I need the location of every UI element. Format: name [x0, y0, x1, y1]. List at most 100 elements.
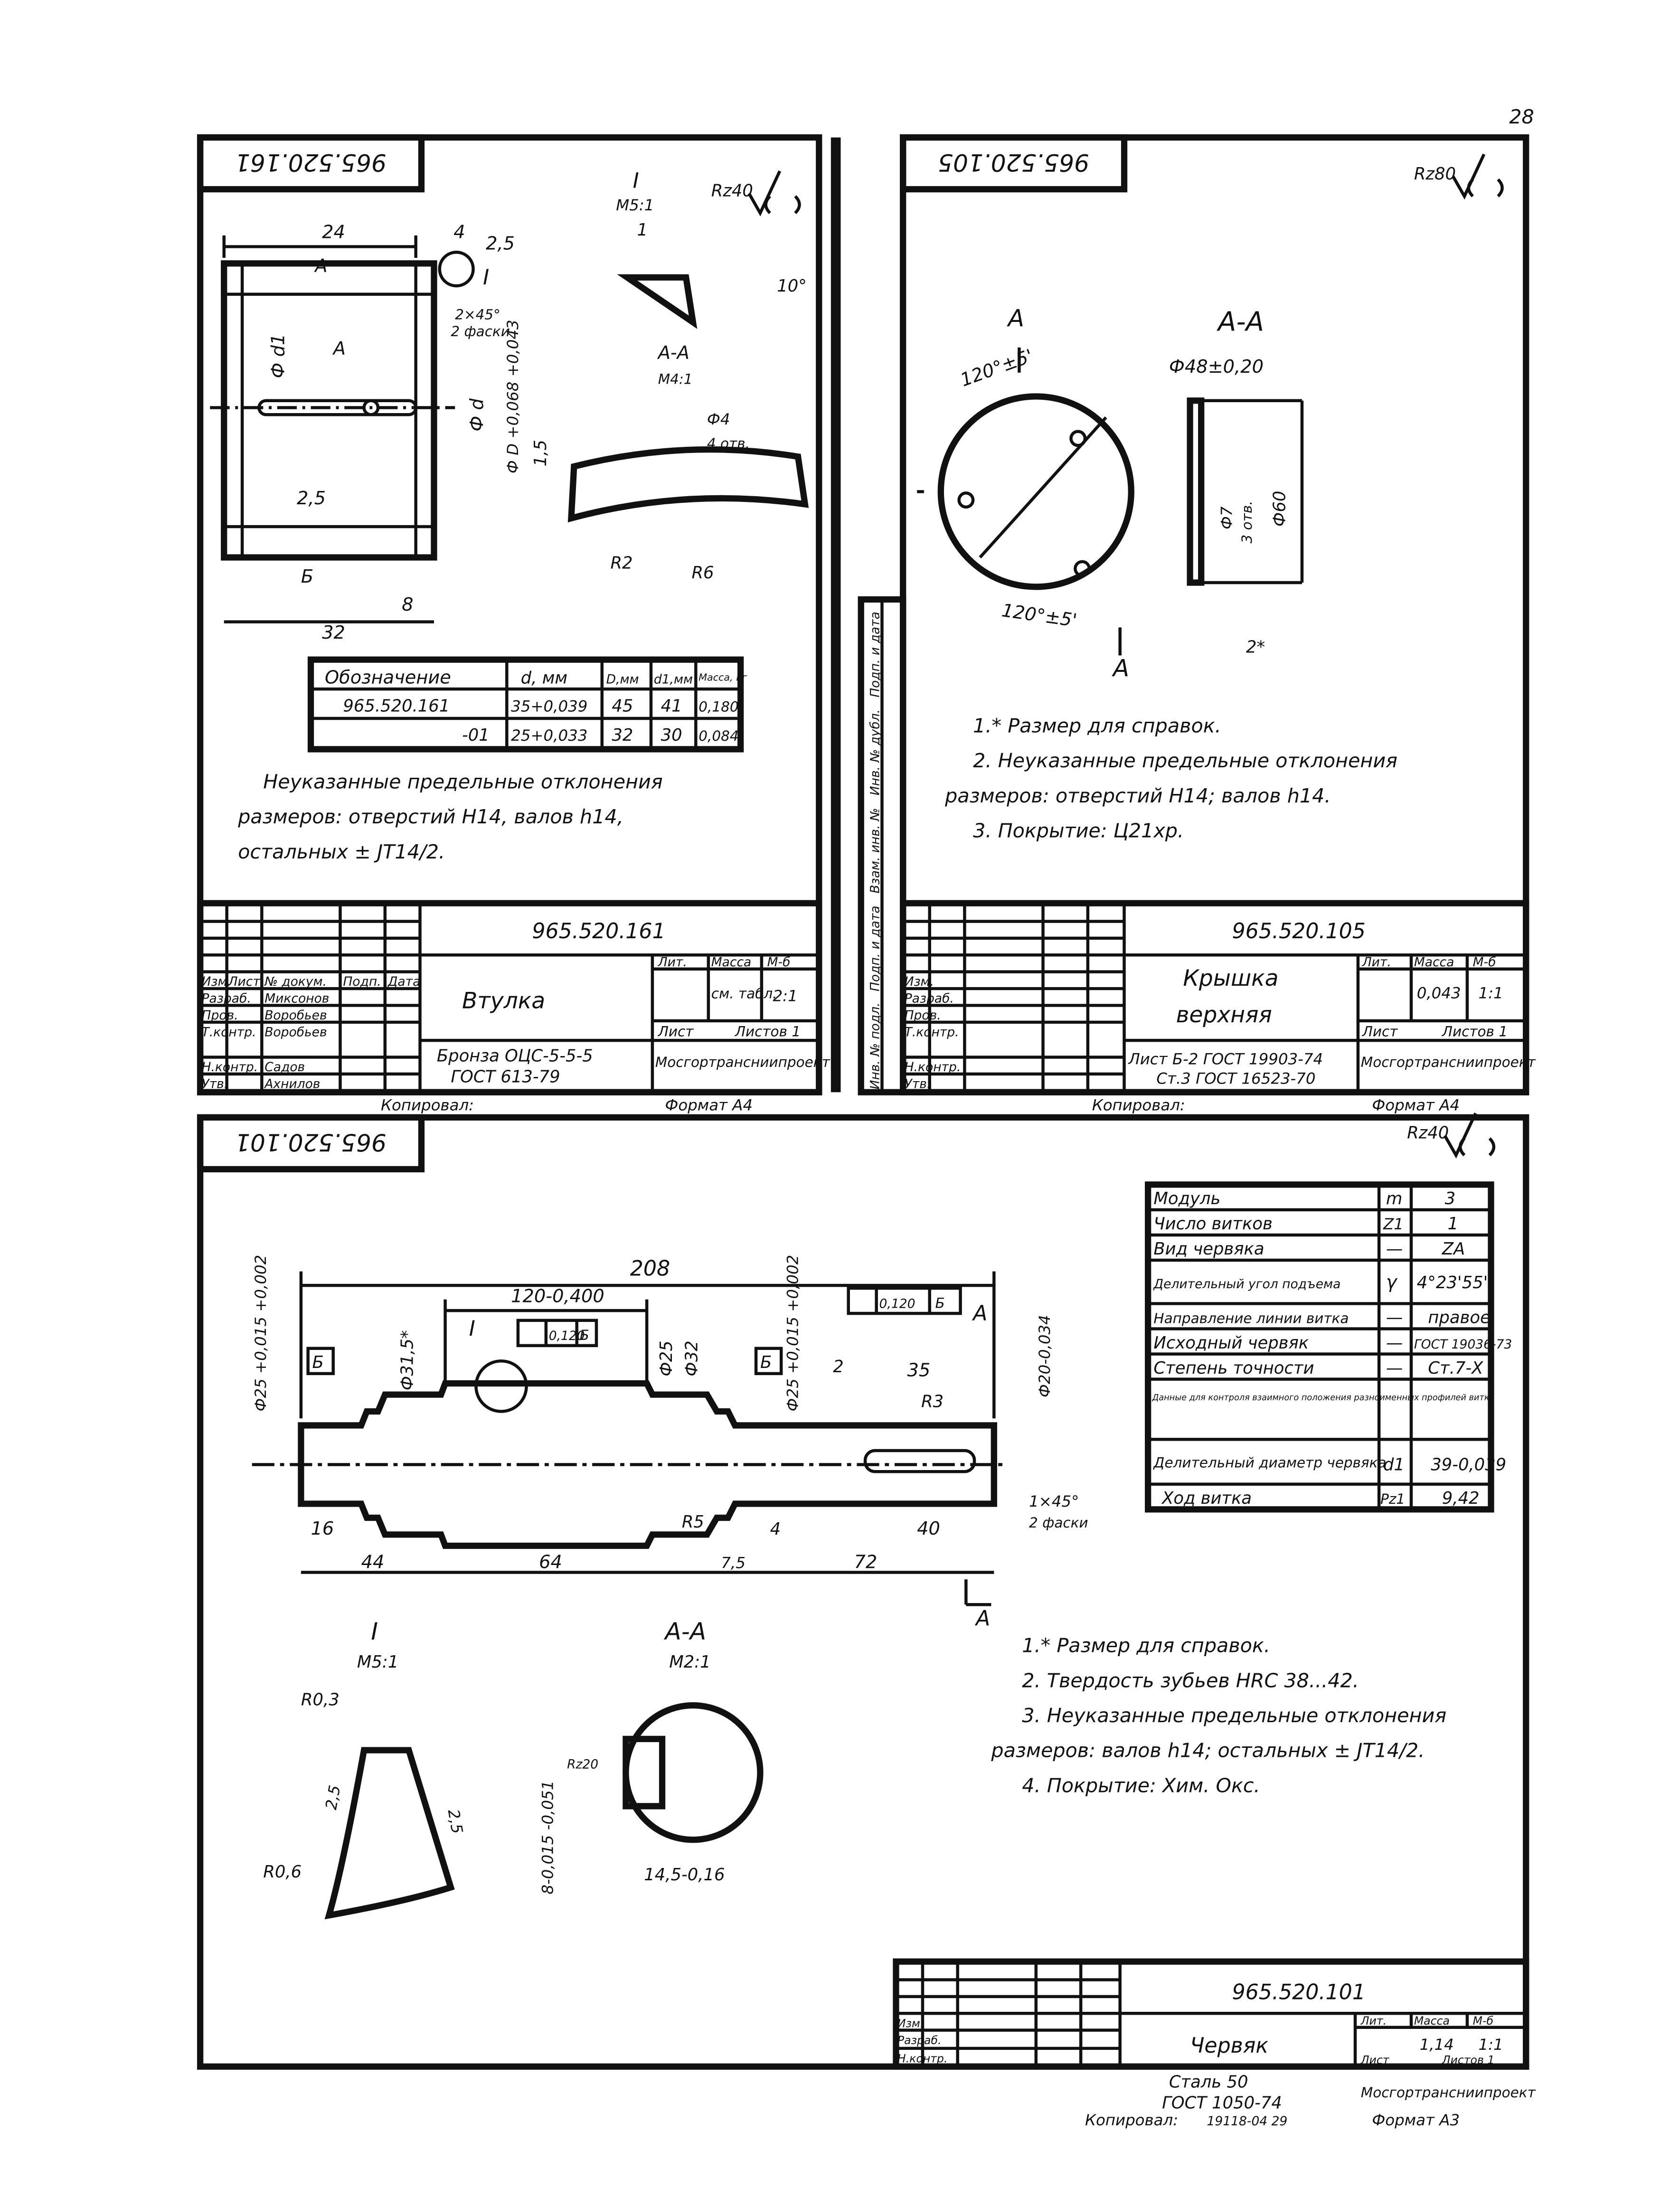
s3-dim-64: 64 [539, 1552, 562, 1573]
s1-dim-25: 2,5 [486, 233, 515, 254]
s1-th-2: D,мм [606, 672, 639, 687]
sheet3-designation-box: 965.520.101 [235, 1129, 387, 1157]
s3-section-scale: М2:1 [669, 1652, 710, 1672]
s1-r0-c4: 0,180 [698, 698, 738, 715]
s2-tb-r5: Утв. [905, 1076, 931, 1091]
s2-tb-designation: 965.520.105 [1232, 919, 1366, 943]
s3-dim-120: 120-0,400 [511, 1285, 604, 1307]
s2-note-2: 2. Неуказанные предельные отклонения [973, 749, 1397, 772]
s3-section-A: А [972, 1301, 987, 1326]
sheet1-designation-box: 965.520.161 [235, 149, 387, 177]
s2-tb-material-1: Лист Б-2 ГОСТ 19903-74 [1128, 1050, 1323, 1068]
s2-dim-2: 2* [1246, 637, 1265, 657]
s1-tb-r4b: Садов [264, 1060, 305, 1075]
s1-dim-1: 1 [637, 220, 648, 240]
s3-note-3: 3. Неуказанные предельные отклонения [1022, 1704, 1446, 1727]
s1-copied: Копировал: [381, 1096, 474, 1114]
s3-stamp: 19118-04 29 [1207, 2114, 1287, 2129]
s3-detail-25r: 2,5 [444, 1808, 466, 1835]
s2-tb-r4: Н.контр. [905, 1060, 961, 1075]
s1-r0-c3: 41 [661, 696, 682, 716]
s3-tb-scale: 1:1 [1478, 2036, 1503, 2054]
s1-section-a: А [313, 255, 327, 277]
s1-tb-r0d: Подп. [343, 974, 381, 989]
s3-runout-datum: Б [580, 1327, 589, 1343]
s3-tb-org: Мосгортрансниипроект [1361, 2084, 1536, 2101]
s2-tb-material-2: Ст.3 ГОСТ 16523-70 [1156, 1070, 1315, 1088]
s2-tb-r2: Пров. [905, 1008, 941, 1023]
s3-p9-sym: Pz1 [1380, 1491, 1405, 1507]
sheet-3: 965.520.101 Rz40 Модуль m 3 Число витков… [197, 1113, 1536, 2129]
s1-note-2: размеров: отверстий H14, валов h14, [237, 805, 623, 828]
s2-side-0: Инв. № подл. [868, 1002, 883, 1089]
s2-title-block: Изм. Разраб. Пров. Т.контр. Н.контр. Утв… [900, 900, 1536, 1095]
s1-title-block: Изм. Лист № докум. Подп. Дата Разраб. Ми… [197, 900, 831, 1095]
s1-section-a2: А [332, 338, 346, 359]
s3-section-width: 14,5-0,16 [644, 1865, 725, 1885]
s1-r0-c2: 45 [612, 696, 633, 716]
s2-tb-lit: Лит. [1362, 955, 1391, 970]
s1-tb-mass: см. табл. [711, 986, 777, 1002]
s3-tb-lit: Лит. [1360, 2014, 1387, 2027]
s3-p9-name: Ход витка [1161, 1489, 1252, 1508]
s3-p0-sym: m [1386, 1189, 1402, 1208]
s3-p4-name: Направление линии витка [1153, 1311, 1349, 1327]
s2-note-4: 3. Покрытие: Ц21хр. [973, 820, 1184, 842]
s1-tb-scale: 2:1 [773, 987, 797, 1005]
s3-p5-val: ГОСТ 19036-73 [1414, 1337, 1512, 1352]
s1-tb-r0b: Лист [228, 974, 261, 989]
s1-detail-scale: M5:1 [616, 196, 654, 214]
s1-tb-r4: Н.контр. [202, 1060, 258, 1075]
s1-tb-r3: Т.контр. [202, 1025, 256, 1039]
s1-th-4: Масса, кг [698, 671, 747, 683]
s3-detail-r03: R0,3 [301, 1690, 340, 1710]
s1-chamfer-count: 2 фаски [451, 323, 510, 339]
s3-p2-name: Вид червяка [1153, 1239, 1264, 1259]
s3-phi315: Ф31,5* [398, 1330, 417, 1390]
s2-note-3: размеров: отверстий H14; валов h14. [944, 784, 1331, 807]
s3-dim-44: 44 [361, 1552, 385, 1573]
s1-hole: Ф4 [707, 410, 730, 428]
s3-note-1: 1.* Размер для справок. [1022, 1634, 1270, 1657]
s1-r1-c3: 30 [661, 726, 682, 745]
s1-section-b: Б [301, 566, 313, 587]
s3-p3-sym: γ [1386, 1272, 1398, 1293]
s3-p7-name: Данные для контроля взаимного положения … [1151, 1393, 1494, 1403]
s2-tb-r3: Т.контр. [905, 1025, 959, 1039]
s1-tb-sheets: Листов 1 [735, 1023, 801, 1039]
s1-th-0: Обозначение [325, 667, 451, 688]
s3-note-2: 2. Твердость зубьев HRC 38...42. [1022, 1669, 1359, 1692]
s2-angle-2: 120°±5' [1000, 600, 1078, 632]
s1-r2: R2 [610, 554, 632, 573]
s1-tb-name: Втулка [462, 988, 545, 1014]
s3-tb-r0: Изм. [897, 2017, 924, 2030]
s1-tb-r0: Изм. [202, 974, 231, 989]
s1-dim-8: 8 [402, 594, 413, 615]
page-number: 28 [1509, 105, 1534, 128]
s3-note-4: размеров: валов h14; остальных ± JT14/2. [991, 1739, 1425, 1762]
s3-params-table: Модуль m 3 Число витков Z1 1 Вид червяка… [1144, 1181, 1512, 1513]
s3-dim-2: 2 [833, 1357, 844, 1377]
s3-tb-mass-label: Масса [1414, 2014, 1450, 2027]
s2-tb-sheets: Листов 1 [1442, 1023, 1508, 1039]
cover-disk-view: А А 120°±5' 120°±5' Ф48±0,20 А-А Ф60 Ф7 … [917, 304, 1304, 682]
s3-detail-25l: 2,5 [322, 1784, 344, 1811]
s3-p6-name: Степень точности [1153, 1358, 1314, 1378]
s1-tb-mass-label: Масса [711, 955, 752, 970]
s1-th-1: d, мм [521, 668, 567, 688]
s3-format: Формат А3 [1372, 2111, 1460, 2129]
s1-tb-org: Мосгортрансниипроект [655, 1054, 831, 1070]
s1-tb-r2: Пров. [202, 1008, 238, 1023]
s1-detail-label: I [483, 265, 489, 290]
s2-copied: Копировал: [1092, 1096, 1185, 1114]
s3-datum-b2: Б [760, 1353, 772, 1372]
s3-tb-material-2: ГОСТ 1050-74 [1162, 2093, 1282, 2113]
s3-p4-sym: — [1386, 1308, 1403, 1328]
s2-phi60: Ф60 [1270, 491, 1290, 527]
s3-section-label: А-А [663, 1617, 706, 1645]
s3-dim-72: 72 [854, 1552, 877, 1573]
s3-p3-name: Делительный угол подъема [1153, 1277, 1340, 1292]
s2-tb-org: Мосгортрансниипроект [1361, 1054, 1536, 1070]
s3-p1-val: 1 [1448, 1214, 1459, 1234]
